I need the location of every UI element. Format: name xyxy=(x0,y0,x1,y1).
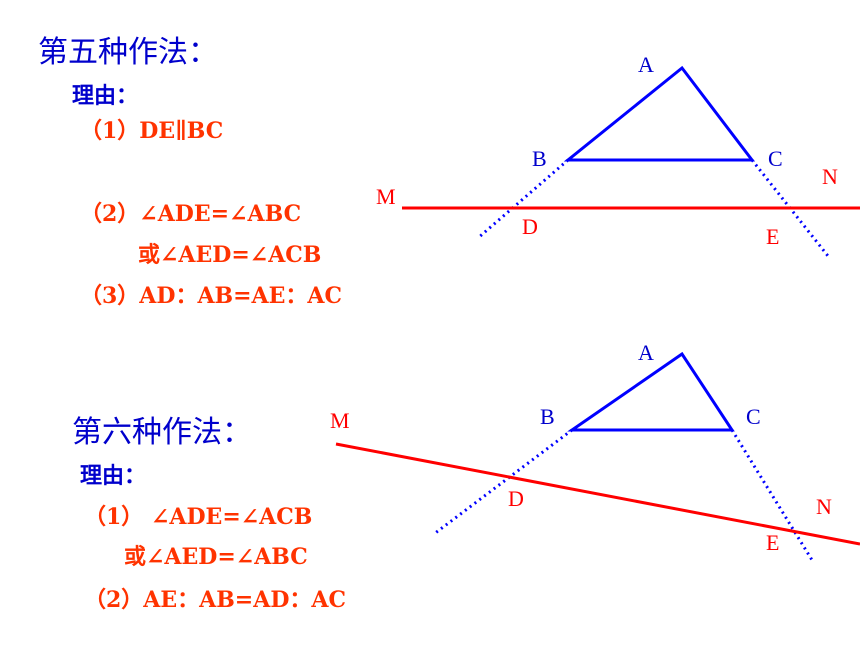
section1-item-3: 或∠AED=∠ACB xyxy=(138,242,322,268)
section2-reason-label: 理由： xyxy=(80,464,147,489)
label-a-2: A xyxy=(638,340,654,365)
section1-item-1: （1）DE∥BC xyxy=(80,118,224,144)
label-n-2: N xyxy=(816,494,832,519)
label-e-2: E xyxy=(766,530,779,555)
label-b-1: B xyxy=(532,146,547,171)
label-e-1: E xyxy=(766,224,779,249)
triangle-abc-1 xyxy=(563,65,756,162)
diagram-2: A B C D E M N xyxy=(330,340,860,561)
section2-item-3: （2）AE：AB=AD：AC xyxy=(84,587,346,613)
extension-ac-2 xyxy=(730,429,814,561)
label-c-1: C xyxy=(768,146,783,171)
extension-ab-1 xyxy=(477,158,569,240)
label-a-1: A xyxy=(638,52,654,77)
label-d-1: D xyxy=(522,214,538,239)
label-m-2: M xyxy=(330,408,350,433)
label-c-2: C xyxy=(746,404,761,429)
section2-title: 第六种作法： xyxy=(72,415,252,450)
diagram-1: A B C D E M N xyxy=(376,52,860,257)
label-n-1: N xyxy=(822,164,838,189)
label-d-2: D xyxy=(508,486,524,511)
triangle-abc-2 xyxy=(567,351,735,432)
section2-item-2: 或∠AED=∠ABC xyxy=(124,544,308,570)
section1-reason-label: 理由： xyxy=(72,84,139,109)
section1-title: 第五种作法： xyxy=(38,35,218,70)
line-mn-2 xyxy=(335,442,860,546)
label-m-1: M xyxy=(376,184,396,209)
section2-item-1: （1） ∠ADE=∠ACB xyxy=(84,504,313,530)
label-b-2: B xyxy=(540,404,555,429)
extension-ab-2 xyxy=(433,428,573,536)
section1-item-2: （2）∠ADE=∠ABC xyxy=(80,201,302,227)
section1-item-4: （3）AD：AB=AE：AC xyxy=(80,283,342,309)
